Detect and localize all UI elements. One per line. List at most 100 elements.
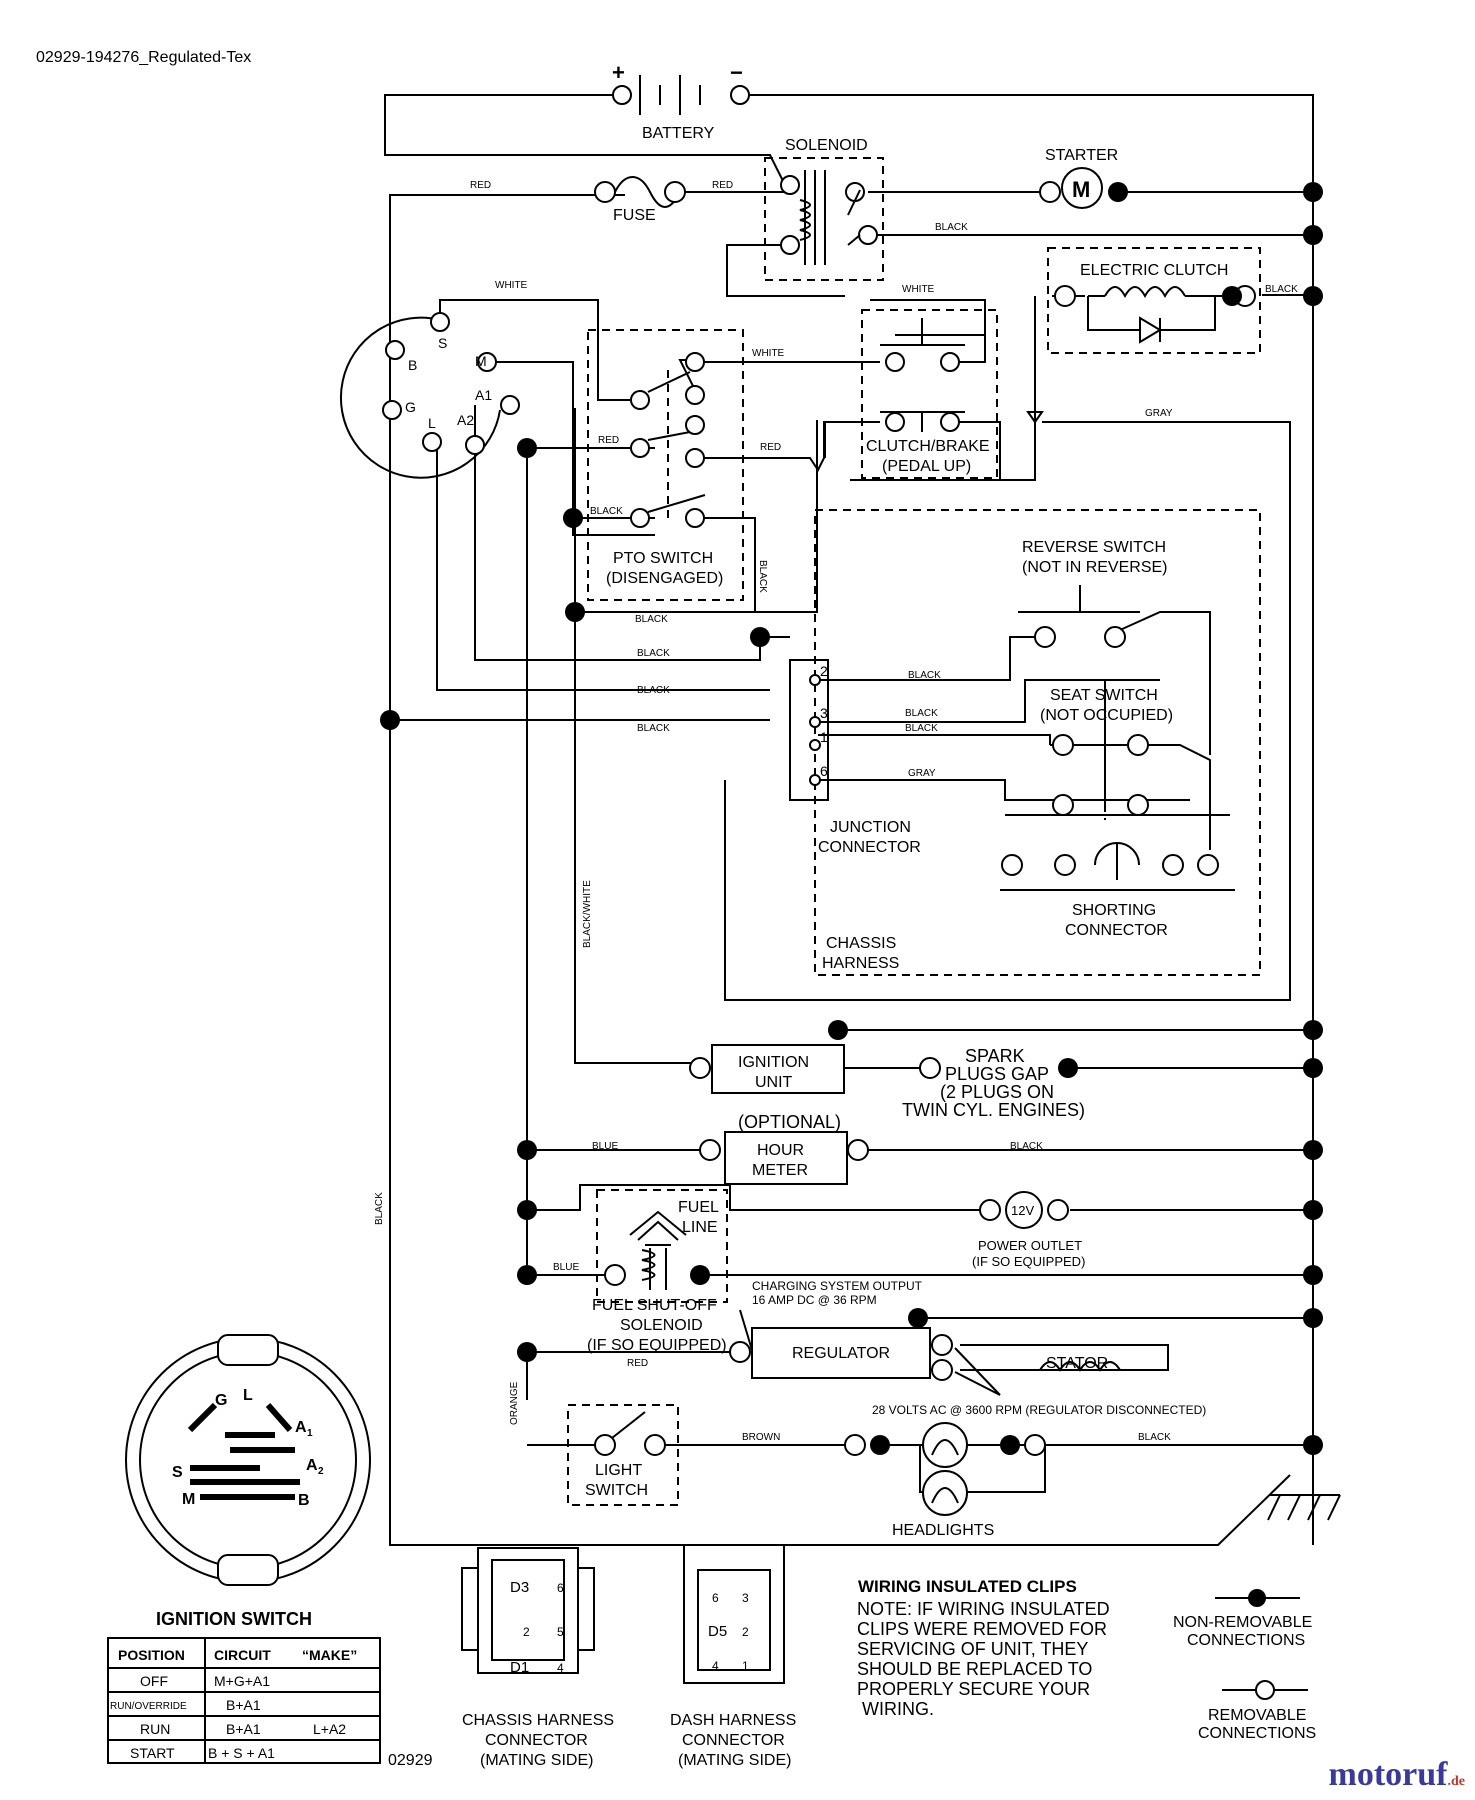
- pto-switch-state: (DISENGAGED): [606, 570, 723, 587]
- table-row-run-make: L+A2: [313, 1721, 346, 1737]
- shorting-connector-label-2: CONNECTOR: [1065, 922, 1168, 939]
- ignition-unit-label-2: UNIT: [755, 1074, 793, 1091]
- spark-plugs-label: SPARK: [965, 1046, 1025, 1066]
- notes-line-3: SERVICING OF UNIT, THEY: [857, 1639, 1088, 1659]
- notes-line-1: NOTE: IF WIRING INSULATED: [857, 1599, 1110, 1619]
- light-switch: LIGHT SWITCH BROWN BLACK: [567, 1404, 1171, 1506]
- wire-black-seat-1: BLACK: [905, 708, 938, 719]
- ignition-unit: IGNITION UNIT SPARK PLUGS GAP (2 PLUGS O…: [689, 1044, 1085, 1120]
- face-label-s: S: [172, 1464, 183, 1481]
- table-row-run-position: RUN: [140, 1721, 170, 1737]
- wire-blue-fuel: BLUE: [553, 1262, 579, 1273]
- wire-blue-hour: BLUE: [592, 1141, 618, 1152]
- table-row-start-position: START: [130, 1745, 175, 1761]
- wire-black-pto-vertical: BLACK: [757, 560, 768, 593]
- power-outlet-label: POWER OUTLET: [978, 1238, 1082, 1253]
- dash-pin-1: 1: [742, 1659, 749, 1673]
- electric-clutch-label: ELECTRIC CLUTCH: [1080, 262, 1228, 279]
- wire-gray-seat: GRAY: [908, 768, 936, 779]
- chassis-pin-5: 5: [557, 1625, 564, 1639]
- headlights: HEADLIGHTS: [844, 1422, 1046, 1539]
- wire-red-pto-in: RED: [598, 435, 619, 446]
- fuel-shutoff-solenoid: FUEL LINE FUEL SHUT-OFF SOLENOID (IF SO …: [553, 1189, 728, 1354]
- wire-black-headlight: BLACK: [1138, 1432, 1171, 1443]
- terminal-l: L: [428, 415, 436, 431]
- chassis-harness-label-2: HARNESS: [822, 955, 899, 972]
- headlights-label: HEADLIGHTS: [892, 1522, 994, 1539]
- dash-harness-connector: 6 3 D5 2 4 1 DASH HARNESS CONNECTOR (MAT…: [670, 1544, 796, 1769]
- dash-pin-2: 2: [742, 1625, 749, 1639]
- light-switch-label-2: SWITCH: [585, 1482, 648, 1499]
- junction-label: JUNCTION: [830, 819, 911, 836]
- fuel-solenoid-label-2: SOLENOID: [620, 1317, 703, 1334]
- junction-pin-2: 2: [820, 663, 828, 679]
- notes-title: WIRING INSULATED CLIPS: [858, 1577, 1077, 1596]
- wire-white-clutch: WHITE: [902, 284, 935, 295]
- face-label-a2: A: [306, 1457, 318, 1474]
- chassis-pin-4: 4: [557, 1661, 564, 1675]
- clutch-brake-state: (PEDAL UP): [882, 458, 971, 475]
- table-header-circuit: CIRCUIT: [214, 1647, 271, 1663]
- hour-meter-label-2: METER: [752, 1162, 808, 1179]
- wire-red-1: RED: [470, 180, 491, 191]
- face-label-b: B: [298, 1492, 310, 1509]
- terminal-m: M: [475, 353, 487, 369]
- spark-plugs-label-2: PLUGS GAP: [945, 1064, 1049, 1084]
- watermark-brand: motoruf: [1328, 1756, 1448, 1793]
- table-row-off-circuit: M+G+A1: [214, 1673, 270, 1689]
- starter-symbol: M: [1072, 177, 1090, 202]
- dash-connector-title-2: CONNECTOR: [682, 1732, 785, 1749]
- battery-plus: +: [612, 60, 625, 85]
- shorting-connector-label: SHORTING: [1072, 902, 1156, 919]
- battery-label: BATTERY: [642, 125, 715, 142]
- ignition-unit-label: IGNITION: [738, 1054, 809, 1071]
- spark-plugs-label-4: TWIN CYL. ENGINES): [902, 1100, 1085, 1120]
- stator-volts-label: 28 VOLTS AC @ 3600 RPM (REGULATOR DISCON…: [872, 1403, 1206, 1417]
- wire-black-j4: BLACK: [637, 723, 670, 734]
- chassis-pin-d1: D1: [510, 1659, 529, 1676]
- power-outlet: 12V POWER OUTLET (IF SO EQUIPPED): [972, 1191, 1085, 1269]
- table-row-off-position: OFF: [140, 1673, 168, 1689]
- legend-non-removable-2: CONNECTIONS: [1187, 1632, 1305, 1649]
- header-code: 02929-194276_Regulated-Tex: [36, 49, 251, 66]
- wire-brown: BROWN: [742, 1432, 780, 1443]
- table-row-override-circuit: B+A1: [226, 1697, 261, 1713]
- clutch-brake-switch: CLUTCH/BRAKE (PEDAL UP) WHITE GRAY: [861, 284, 1173, 479]
- wire-red-pto-out: RED: [760, 442, 781, 453]
- face-label-m: M: [182, 1491, 195, 1508]
- safety-switch-group: REVERSE SWITCH (NOT IN REVERSE) SEAT SWI…: [814, 509, 1261, 976]
- reverse-switch-label: REVERSE SWITCH: [1022, 539, 1166, 556]
- table-row-start-circuit: B + S + A1: [208, 1745, 275, 1761]
- chassis-connector-title-3: (MATING SIDE): [480, 1752, 593, 1769]
- solenoid-label: SOLENOID: [785, 137, 868, 154]
- chassis-harness-label: CHASSIS: [826, 935, 896, 952]
- electric-clutch: ELECTRIC CLUTCH BLACK: [1047, 247, 1298, 354]
- terminal-b: B: [408, 357, 417, 373]
- charging-output-label: CHARGING SYSTEM OUTPUT: [752, 1279, 923, 1293]
- junction-connector: 2 3 1 6 JUNCTION CONNECTOR BLACK BLACK B…: [374, 614, 921, 1225]
- hour-meter: (OPTIONAL) HOUR METER BLUE BLACK: [592, 1112, 1043, 1185]
- notes-line-5: PROPERLY SECURE YOUR: [857, 1679, 1090, 1699]
- wire-black-seat-2: BLACK: [905, 723, 938, 734]
- battery: + − BATTERY: [612, 60, 750, 142]
- ignition-switch-face: G L A 1 A 2 S M B: [125, 1334, 371, 1586]
- hour-meter-label: HOUR: [757, 1142, 804, 1159]
- charging-output-label-2: 16 AMP DC @ 36 RPM: [752, 1293, 877, 1307]
- fuse: FUSE RED RED: [470, 176, 733, 224]
- connection-legend: NON-REMOVABLE CONNECTIONS REMOVABLE CONN…: [1173, 1589, 1316, 1742]
- chassis-pin-6: 6: [557, 1581, 564, 1595]
- table-row-override-position: RUN/OVERRIDE: [110, 1701, 187, 1712]
- ignition-switch-title: IGNITION SWITCH: [156, 1609, 312, 1629]
- face-label-a1-sub: 1: [307, 1428, 313, 1439]
- face-label-l: L: [243, 1387, 253, 1404]
- fuel-solenoid-label-3: (IF SO EQUIPPED): [587, 1337, 727, 1354]
- table-row-run-circuit: B+A1: [226, 1721, 261, 1737]
- wire-red-2: RED: [712, 180, 733, 191]
- wire-gray-top: GRAY: [1145, 408, 1173, 419]
- seat-switch-label: SEAT SWITCH: [1050, 687, 1158, 704]
- chassis-connector-title: CHASSIS HARNESS: [462, 1712, 614, 1729]
- wire-white-s: WHITE: [495, 280, 528, 291]
- junction-pin-6: 6: [820, 763, 828, 779]
- face-label-a2-sub: 2: [318, 1466, 324, 1477]
- chassis-connector-title-2: CONNECTOR: [485, 1732, 588, 1749]
